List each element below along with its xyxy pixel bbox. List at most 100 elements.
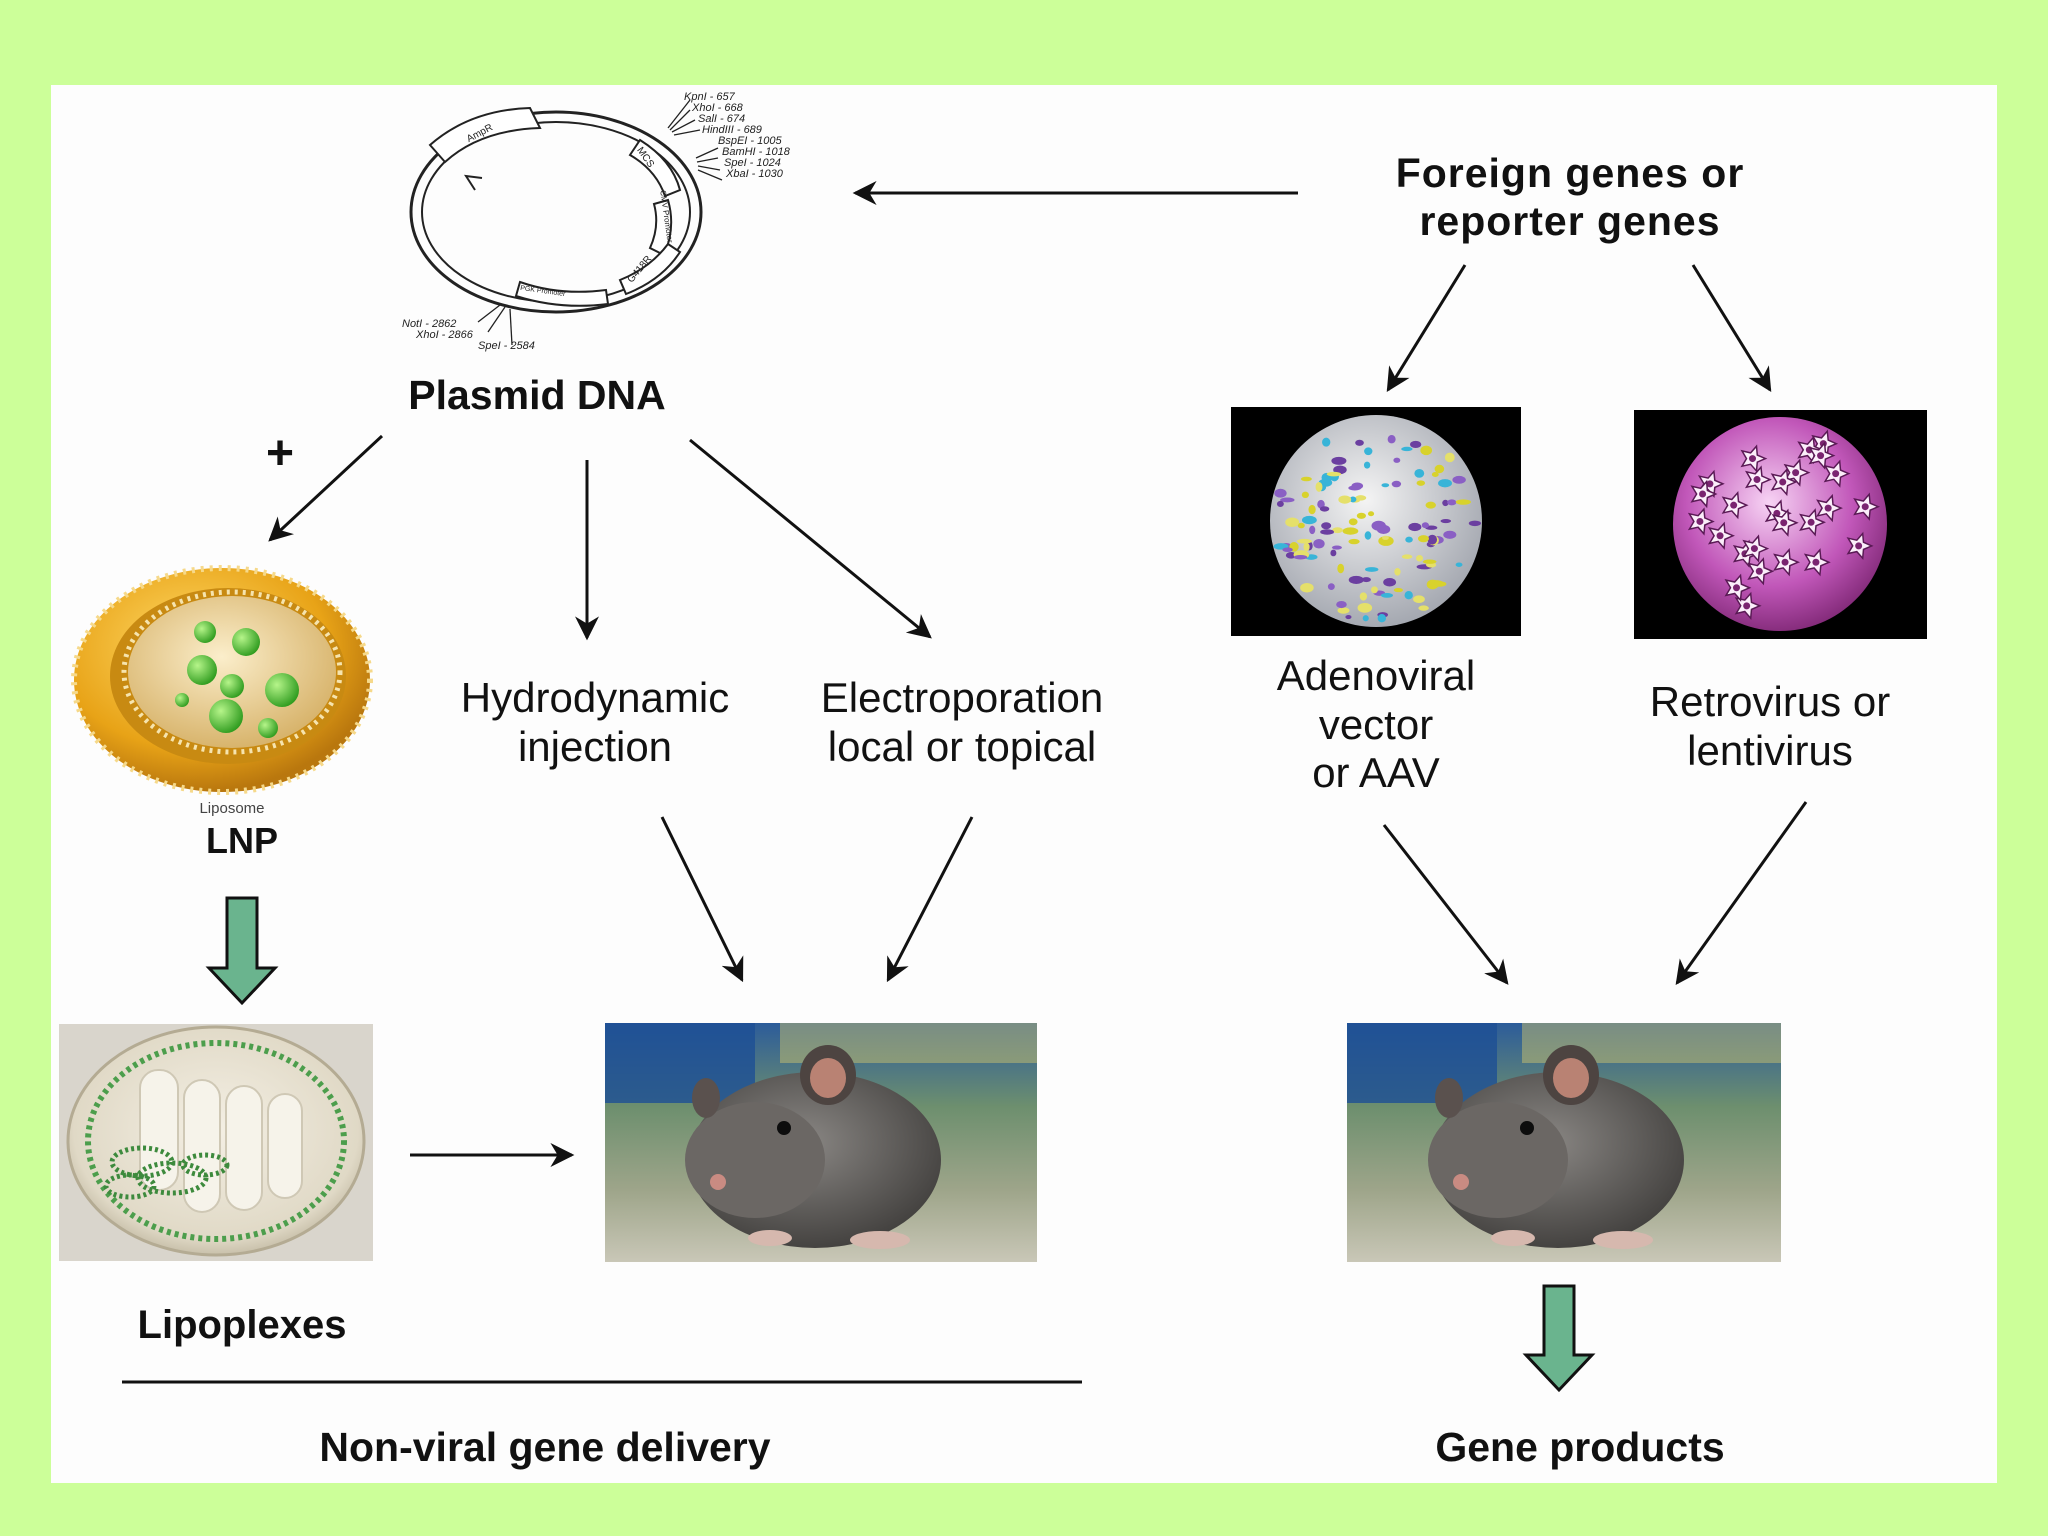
virus-texture: [1414, 469, 1425, 478]
virus-texture: [1733, 584, 1741, 592]
plasmid-site: KpnI - 657: [684, 91, 735, 103]
virus-texture: [1349, 496, 1357, 503]
virus-texture: [1348, 538, 1360, 545]
virus-texture: [1382, 535, 1389, 540]
virus-texture: [1301, 491, 1309, 499]
virus-texture: [1696, 517, 1704, 525]
virus-texture: [1337, 563, 1345, 574]
virus-texture: [1855, 542, 1863, 550]
virus-texture: [1364, 567, 1379, 572]
virus-texture: [1416, 480, 1426, 486]
electroporation-label: Electroporation local or topical: [820, 674, 1104, 770]
virus-texture: [1416, 555, 1424, 562]
virus-texture: [1440, 519, 1452, 524]
virus-texture: [1706, 480, 1714, 488]
lipoplexes-label: Lipoplexes: [137, 1303, 347, 1347]
virus-texture: [1444, 452, 1455, 463]
virus-texture: [1331, 545, 1342, 550]
virus-texture: [1748, 455, 1756, 463]
virus-texture: [1716, 532, 1724, 540]
virus-texture: [1404, 590, 1413, 600]
hydrodynamic-label: Hydrodynamic injection: [460, 674, 730, 770]
virus-texture: [1301, 515, 1317, 525]
virus-texture: [1364, 531, 1372, 540]
adenoviral-label: Adenoviral vector or AAV: [1276, 652, 1476, 797]
foreign-genes-label: Foreign genes or reporter genes: [1395, 150, 1745, 244]
virus-texture: [1383, 578, 1397, 587]
virus-texture: [1274, 488, 1287, 498]
virus-texture: [1367, 511, 1375, 517]
virus-texture: [1824, 504, 1832, 512]
virus-texture: [1300, 582, 1314, 593]
mouse-photo-icon: [605, 1023, 1037, 1262]
virus-texture: [1426, 579, 1439, 590]
plasmid-site: BamHI - 1018: [722, 146, 790, 158]
gene-products-label: Gene products: [1435, 1424, 1725, 1470]
virus-texture: [1832, 470, 1840, 478]
virus-texture: [1425, 501, 1436, 509]
virus-texture: [1381, 483, 1390, 488]
virus-texture: [1348, 518, 1358, 526]
virus-texture: [1387, 435, 1396, 444]
virus-texture: [1362, 615, 1369, 622]
virus-texture: [1296, 538, 1312, 544]
arrow-retrovirus-to-mouse: [1675, 801, 1808, 985]
virus-texture: [1410, 440, 1422, 449]
virus-texture: [1753, 476, 1761, 484]
block-arrow-mouse-to-gene-products: [1522, 1284, 1596, 1393]
arrow-plasmid-to-lnp: [268, 434, 384, 542]
arrow-electroporation-to-mouse: [886, 816, 974, 983]
virus-texture: [1755, 567, 1763, 575]
virus-texture: [1348, 485, 1362, 491]
virus-texture: [1371, 586, 1378, 594]
virus-texture: [1309, 525, 1316, 535]
virus-texture: [1285, 517, 1300, 527]
block-arrow-lnp-to-lipoplexes: [205, 896, 279, 1006]
virus-texture: [1781, 558, 1789, 566]
virus-texture: [1401, 446, 1413, 452]
virus-texture: [1420, 445, 1433, 456]
virus-texture: [1355, 439, 1364, 446]
virus-texture: [1378, 536, 1394, 546]
virus-texture: [1313, 539, 1325, 549]
virus-texture: [1361, 577, 1371, 583]
virus-texture: [1303, 542, 1310, 552]
virus-texture: [1330, 549, 1337, 557]
virus-texture: [1779, 478, 1787, 486]
virus-texture: [1322, 437, 1331, 447]
virus-texture: [1348, 575, 1364, 584]
virus-texture: [1315, 481, 1323, 492]
virus-texture: [1276, 500, 1284, 508]
virus-texture: [1421, 522, 1429, 529]
virus-texture: [1434, 464, 1445, 474]
virus-texture: [1364, 447, 1373, 456]
virus-texture: [1422, 559, 1437, 564]
plasmid-dna-label: Plasmid DNA: [408, 372, 666, 418]
plasmid-site: XhoI - 668: [692, 102, 743, 114]
lnp-label: LNP: [206, 820, 278, 861]
non-viral-gene-delivery-label: Non-viral gene delivery: [319, 1424, 771, 1470]
virus-texture: [1377, 614, 1387, 623]
virus-texture: [1321, 522, 1332, 530]
virus-texture: [1376, 524, 1391, 535]
plasmid-sites-bottom: NotI - 2862 XhoI - 2866 SpeI - 2584: [402, 319, 535, 352]
retrovirus-label: Retrovirus or lentivirus: [1649, 678, 1891, 774]
mouse-photo-icon: [1347, 1023, 1781, 1262]
virus-texture: [1338, 495, 1352, 504]
virus-texture: [1356, 512, 1366, 519]
virus-texture: [1792, 469, 1800, 477]
virus-texture: [1405, 536, 1413, 543]
virus-texture: [1468, 520, 1482, 527]
virus-texture: [1452, 475, 1466, 484]
virus-texture: [1282, 547, 1293, 553]
adenovirus-icon: [1231, 407, 1521, 636]
liposome-icon: [71, 565, 373, 795]
virus-texture: [1861, 503, 1869, 511]
virus-texture: [1393, 588, 1403, 593]
virus-texture: [1730, 501, 1738, 509]
virus-texture: [1438, 479, 1452, 488]
virus-texture: [1743, 602, 1751, 610]
virus-texture: [1336, 600, 1347, 609]
plasmid-site: XbaI - 1030: [726, 168, 783, 180]
